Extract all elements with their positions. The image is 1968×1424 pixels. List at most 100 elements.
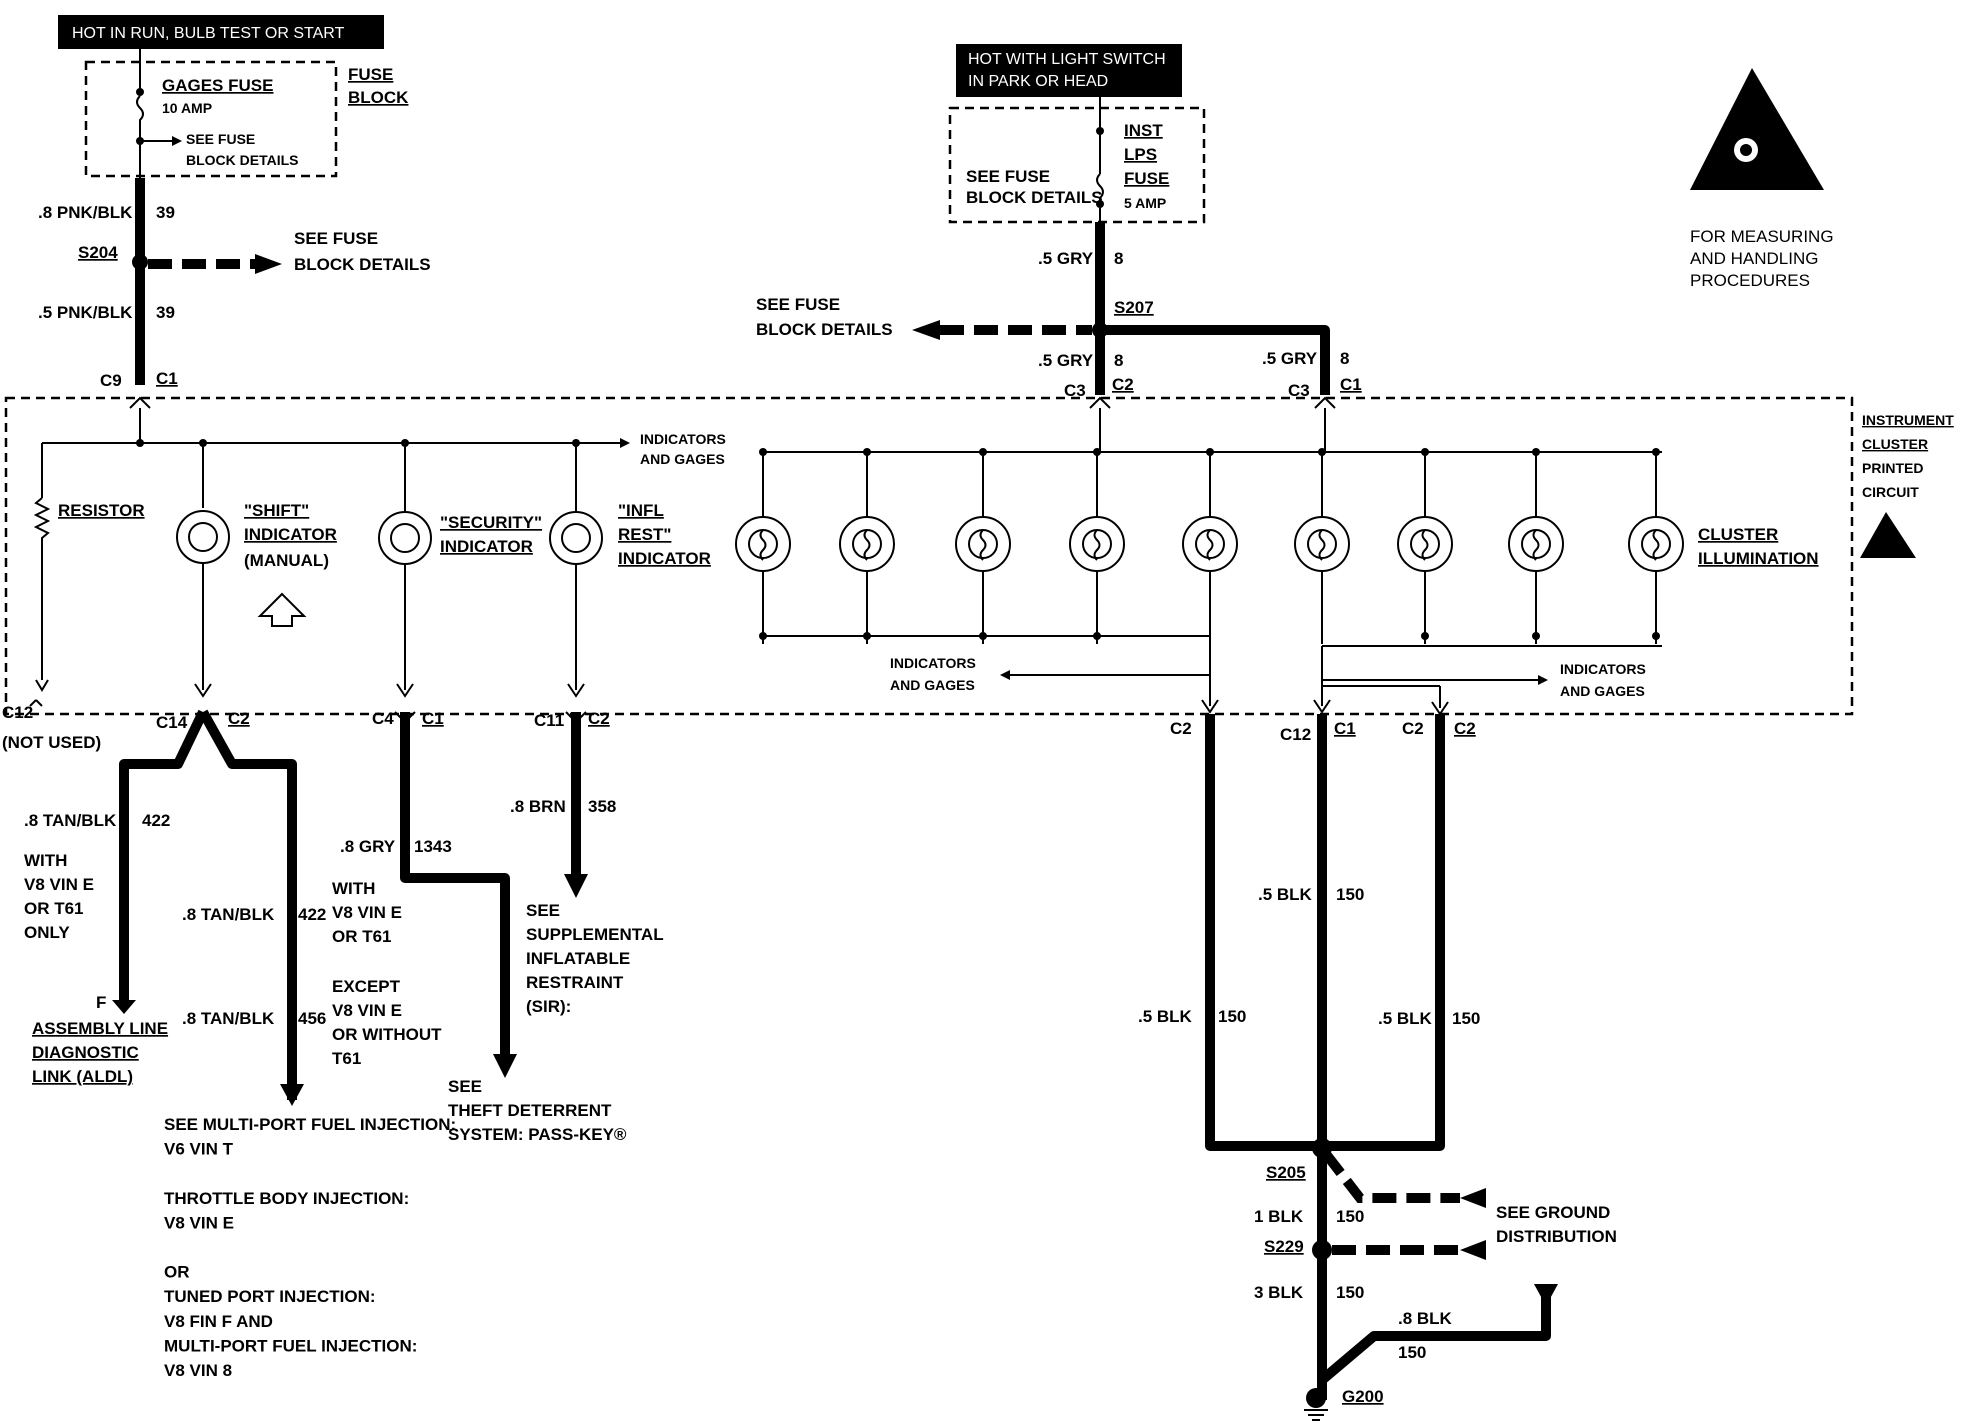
wire-tan-c-label: .8 TAN/BLK: [182, 1009, 275, 1028]
see-fuse-s204-2: BLOCK DETAILS: [294, 255, 431, 274]
wire-gry-right: [1100, 325, 1330, 395]
wire-gry-c2-num: 8: [1114, 351, 1123, 370]
arrow-right-icon: [255, 254, 282, 274]
wire-blk-right-label: .5 BLK: [1378, 1009, 1433, 1028]
aldl-label-1: ASSEMBLY LINE: [32, 1019, 168, 1038]
cluster-title-4: CIRCUIT: [1862, 484, 1919, 500]
c2-infl-label: C2: [588, 709, 610, 728]
wire-tan-a-label: .8 TAN/BLK: [24, 811, 117, 830]
fuse-top-node-icon: [136, 88, 144, 96]
c12-g2-label: C12: [1280, 725, 1311, 744]
fuse-block-label-2: BLOCK: [348, 88, 409, 107]
security-label-2: INDICATOR: [440, 537, 533, 556]
gages-fuse-label: GAGES FUSE: [162, 76, 273, 95]
see-sir-3: INFLATABLE: [526, 949, 630, 968]
see-mpfi-line: V8 VIN E: [164, 1213, 234, 1232]
wire-tan-c-num: 456: [298, 1009, 326, 1028]
illumination-bulb-icon: [1069, 448, 1125, 644]
shift-label-2: INDICATOR: [244, 525, 337, 544]
see-mpfi-line: V8 VIN 8: [164, 1361, 232, 1380]
arrow-down-icon: [493, 1054, 517, 1078]
wire-tan-b-label: .8 TAN/BLK: [182, 905, 275, 924]
wire-pnk-bot-label: .5 PNK/BLK: [38, 303, 133, 322]
aldl-label-3: LINK (ALDL): [32, 1067, 133, 1086]
see-theft-3: SYSTEM: PASS-KEY®: [448, 1125, 627, 1144]
c12-left-label: C12: [2, 703, 33, 722]
see-theft-2: THEFT DETERRENT: [448, 1101, 612, 1120]
wire-blk-mid-num: 150: [1336, 885, 1364, 904]
wire-blk-right-num: 150: [1452, 1009, 1480, 1028]
wire-pnk-top-num: 39: [156, 203, 175, 222]
aldl-label-2: DIAGNOSTIC: [32, 1043, 139, 1062]
fuse-block-box: [84, 60, 338, 178]
see-fuse-s207-2: BLOCK DETAILS: [756, 320, 893, 339]
see-fuse-small-2: BLOCK DETAILS: [186, 152, 299, 168]
illumination-bulb-icon: [1182, 448, 1238, 644]
illumination-bulb-icon: [839, 448, 895, 644]
s229-label: S229: [1264, 1237, 1304, 1256]
indicators-gages-right-2: AND GAGES: [1560, 683, 1645, 699]
indicators-gages-top-1: INDICATORS: [640, 431, 726, 447]
shift-label-3: (MANUAL): [244, 551, 329, 570]
esd-warning-icon: [1690, 68, 1824, 190]
c11-label: C11: [534, 711, 564, 730]
see-theft-1: SEE: [448, 1077, 482, 1096]
infl-label-3: INDICATOR: [618, 549, 711, 568]
see-sir-5: (SIR):: [526, 997, 571, 1016]
wire-gry-top-label: .5 GRY: [1038, 249, 1094, 268]
g200-label: G200: [1342, 1387, 1384, 1406]
inst-fuse-label-2: LPS: [1124, 145, 1157, 164]
c2-g1-label: C2: [1170, 719, 1192, 738]
s205-label: S205: [1266, 1163, 1306, 1182]
arrow-right-icon: [172, 136, 182, 146]
inst-fuse-box: [948, 106, 1206, 224]
wire-8blk-label: .8 BLK: [1398, 1309, 1453, 1328]
illumination-bulb-icon: [735, 448, 791, 644]
with-v8-2: V8 VIN E: [24, 875, 94, 894]
except-v8-1: EXCEPT: [332, 977, 401, 996]
wire-tan-a-num: 422: [142, 811, 170, 830]
wire-1blk-label: 1 BLK: [1254, 1207, 1304, 1226]
see-mpfi-line: TUNED PORT INJECTION:: [164, 1287, 376, 1306]
see-mpfi-line: OR: [164, 1263, 190, 1282]
wire-blk-left-num: 150: [1218, 1007, 1246, 1026]
infl-label-1: "INFL: [618, 501, 664, 520]
cluster-illum-label-1: CLUSTER: [1698, 525, 1778, 544]
with-v8-1: WITH: [24, 851, 67, 870]
see-mpfi-line: SEE MULTI-PORT FUEL INJECTION:: [164, 1115, 456, 1134]
wire-pnk-bot-num: 39: [156, 303, 175, 322]
see-mpfi-line: V6 VIN T: [164, 1140, 234, 1159]
not-used-label: (NOT USED): [2, 733, 101, 752]
shift-bulb-icon: [176, 510, 230, 564]
esd-note-2: AND HANDLING: [1690, 249, 1818, 268]
wire-brn-label: .8 BRN: [510, 797, 566, 816]
cluster-title-1: INSTRUMENT: [1862, 412, 1954, 428]
c1-b-label: C1: [1340, 375, 1362, 394]
gages-fuse-icon: [136, 95, 144, 184]
c2-g3a-label: C2: [1402, 719, 1424, 738]
see-mpfi-line: THROTTLE BODY INJECTION:: [164, 1189, 409, 1208]
terminal-down-icon: [1534, 1284, 1558, 1306]
s204-splice-icon: [132, 254, 148, 270]
see-fuse-s204-1: SEE FUSE: [294, 229, 378, 248]
infl-label-2: REST": [618, 525, 671, 544]
wire-gry-c2-label: .5 GRY: [1038, 351, 1094, 370]
c2-g3b-label: C2: [1454, 719, 1476, 738]
resistor-label: RESISTOR: [58, 501, 145, 520]
see-fuse-small-1: SEE FUSE: [186, 131, 255, 147]
see-mpfi-line: V8 FIN F AND: [164, 1312, 273, 1331]
resistor-icon: [33, 497, 51, 680]
illumination-bulb-icon: [1628, 448, 1684, 644]
except-v8-3: OR WITHOUT: [332, 1025, 442, 1044]
hot-run-banner: [58, 15, 384, 49]
illumination-bulb-icon: [955, 448, 1011, 644]
wire-tan-blk: [119, 709, 208, 1000]
see-sir-1: SEE: [526, 901, 560, 920]
up-arrow-icon: [257, 592, 307, 627]
wire-gry-sec-label: .8 GRY: [340, 837, 396, 856]
c2-shift-label: C2: [228, 709, 250, 728]
arrow-left-icon: [1460, 1188, 1486, 1208]
s229-splice-icon: [1312, 1240, 1332, 1260]
connector-icon: [129, 396, 151, 409]
arrow-down-icon: [564, 874, 588, 898]
